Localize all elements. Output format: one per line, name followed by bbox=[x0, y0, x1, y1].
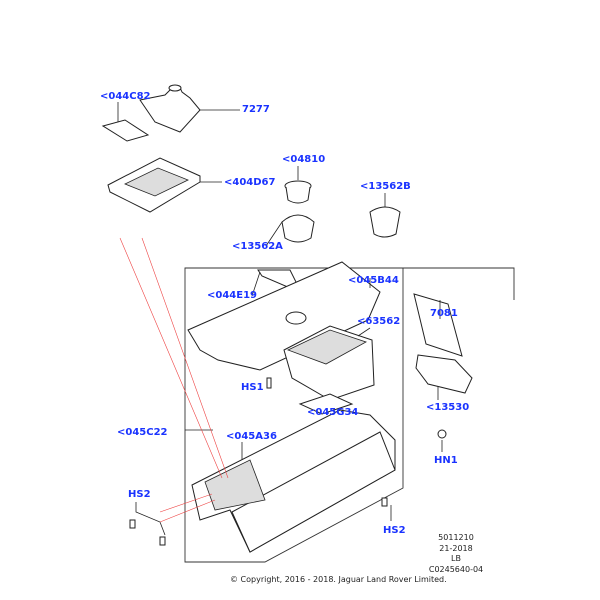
leader-line bbox=[265, 221, 283, 247]
part-cup-insert-b bbox=[369, 206, 401, 238]
label-HN1[interactable]: HN1 bbox=[434, 455, 458, 466]
part-nut-hn1 bbox=[437, 429, 447, 439]
footer-variant: LB bbox=[451, 554, 461, 563]
guide-line bbox=[141, 237, 229, 479]
assembly-frame-right bbox=[184, 268, 404, 563]
label-13530[interactable]: <13530 bbox=[426, 402, 469, 413]
part-mat bbox=[101, 119, 150, 142]
leader-line bbox=[357, 327, 371, 337]
label-404D67[interactable]: <404D67 bbox=[224, 177, 276, 188]
label-HS2[interactable]: HS2 bbox=[383, 525, 406, 536]
part-console-side bbox=[231, 431, 396, 553]
label-63562[interactable]: <63562 bbox=[357, 316, 400, 327]
part-bezel-recess bbox=[124, 167, 189, 197]
guide-line bbox=[159, 493, 213, 513]
part-cup-holder-body bbox=[285, 186, 311, 204]
part-side-panel bbox=[413, 293, 463, 357]
part-screw-hs1 bbox=[266, 377, 272, 389]
part-cup-insert-a bbox=[281, 214, 315, 243]
label-13562B[interactable]: <13562B bbox=[360, 181, 411, 192]
leader-line bbox=[135, 502, 166, 536]
part-storage-box-lid bbox=[286, 329, 367, 365]
label-HS1[interactable]: HS1 bbox=[241, 382, 264, 393]
guide-line bbox=[159, 499, 216, 523]
part-screw-hs2 bbox=[129, 519, 136, 529]
label-045G34[interactable]: <045G34 bbox=[307, 407, 358, 418]
part-screw-hs2 bbox=[159, 536, 166, 546]
part-screw-hs2 bbox=[381, 497, 388, 507]
part-liner bbox=[298, 393, 354, 415]
label-044E19[interactable]: <044E19 bbox=[207, 290, 257, 301]
footer-illustration-id: C0245640-04 bbox=[429, 565, 483, 574]
label-045C22[interactable]: <045C22 bbox=[117, 427, 168, 438]
footer-code: 5011210 bbox=[438, 533, 474, 542]
label-13562A[interactable]: <13562A bbox=[232, 241, 283, 252]
label-04810[interactable]: <04810 bbox=[282, 154, 325, 165]
part-top-panel-opening bbox=[285, 311, 307, 325]
label-7081[interactable]: 7081 bbox=[430, 308, 458, 319]
part-console-bracket bbox=[204, 459, 266, 511]
part-tray bbox=[415, 354, 473, 394]
label-044C82[interactable]: <044C82 bbox=[100, 91, 151, 102]
leader-line bbox=[251, 271, 261, 297]
part-gear-knob bbox=[168, 84, 182, 92]
label-HS2[interactable]: HS2 bbox=[128, 489, 151, 500]
copyright: © Copyright, 2016 - 2018. Jaguar Land Ro… bbox=[230, 575, 447, 584]
label-045B44[interactable]: <045B44 bbox=[348, 275, 399, 286]
label-045A36[interactable]: <045A36 bbox=[226, 431, 277, 442]
guide-line bbox=[119, 237, 223, 479]
footer-date: 21-2018 bbox=[439, 544, 472, 553]
label-7277[interactable]: 7277 bbox=[242, 104, 270, 115]
